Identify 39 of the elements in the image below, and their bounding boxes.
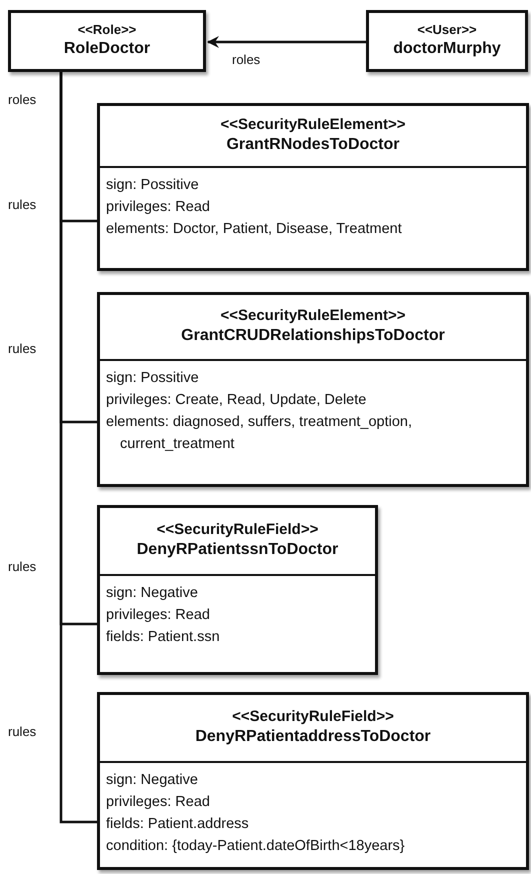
class-box xyxy=(97,292,529,487)
class-box xyxy=(366,10,528,72)
attribute: fields: Patient.address xyxy=(106,815,250,834)
class-name: DenyRPatientaddressToDoctor xyxy=(195,726,431,747)
attribute: sign: Negative xyxy=(106,584,199,603)
class-name: doctorMurphy xyxy=(393,38,501,59)
edge-label: rules xyxy=(8,559,36,574)
attribute: condition: {today-Patient.dateOfBirth<18years} xyxy=(106,837,406,856)
class-box xyxy=(8,10,206,72)
stereotype: <<SecurityRuleField>> xyxy=(156,521,318,540)
stereotype: <<User>> xyxy=(417,22,477,39)
class-name: GrantRNodesToDoctor xyxy=(226,134,400,155)
attribute: privileges: Read xyxy=(106,793,211,812)
attribute: elements: Doctor, Patient, Disease, Treatment xyxy=(106,220,403,239)
attribute: privileges: Read xyxy=(106,606,211,625)
connector-line xyxy=(60,72,97,824)
class-box xyxy=(97,505,378,675)
edge-label: rules xyxy=(8,341,36,356)
class-box xyxy=(97,692,529,870)
attribute: sign: Possitive xyxy=(106,176,200,195)
class-name: DenyRPatientssnToDoctor xyxy=(136,540,338,560)
stereotype: <<SecurityRuleElement>> xyxy=(220,116,406,135)
edge-label: rules xyxy=(8,197,36,212)
stereotype: <<Role>> xyxy=(78,22,136,39)
attribute: privileges: Create, Read, Update, Delete xyxy=(106,391,368,410)
edge-label: roles xyxy=(232,52,260,67)
attribute: elements: diagnosed, suffers, treatment_option, current_treatment xyxy=(106,413,414,454)
attribute: fields: Patient.ssn xyxy=(106,628,221,647)
stereotype: <<SecurityRuleElement>> xyxy=(220,307,406,326)
role-label: roles xyxy=(8,92,36,107)
edge-label: rules xyxy=(8,724,36,739)
class-name: RoleDoctor xyxy=(64,38,150,59)
arrow xyxy=(207,36,366,48)
stereotype: <<SecurityRuleField>> xyxy=(232,708,394,727)
attribute: sign: Negative xyxy=(106,771,199,790)
attribute: sign: Possitive xyxy=(106,369,200,388)
class-name: GrantCRUDRelationshipsToDoctor xyxy=(181,326,445,346)
class-box xyxy=(97,103,529,271)
attribute: privileges: Read xyxy=(106,198,211,217)
